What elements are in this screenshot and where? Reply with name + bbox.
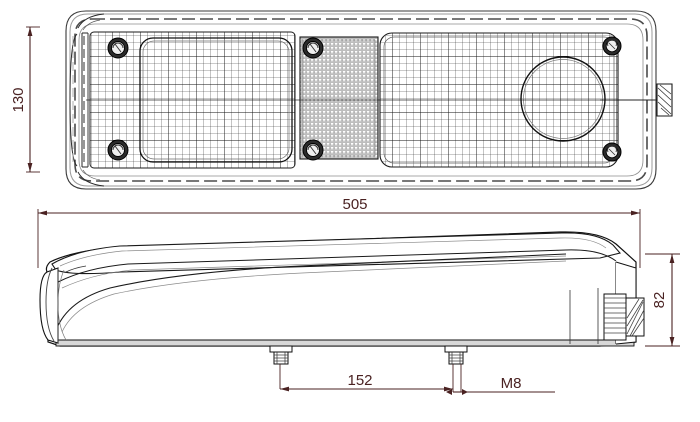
round-lamp — [520, 56, 606, 142]
screw-bottom-left — [107, 139, 129, 161]
screw-top-left — [107, 37, 129, 59]
screw-top-right — [602, 36, 622, 56]
screw-bottom-center — [302, 139, 324, 161]
dimension-130-label: 130 — [10, 87, 27, 112]
mounting-bolt-right — [444, 345, 468, 392]
dimension-m8: M8 — [446, 375, 555, 395]
dimension-130: 130 — [10, 26, 40, 173]
dimension-152-label: 152 — [347, 372, 372, 389]
screw-bottom-right — [602, 142, 622, 162]
screw-top-center — [302, 37, 324, 59]
front-view — [65, 10, 673, 190]
dimension-152: 152 — [280, 372, 453, 392]
dimension-82: 82 — [645, 253, 680, 347]
left-endcap-detail — [69, 13, 105, 187]
side-view — [39, 231, 645, 392]
dimension-82-label: 82 — [651, 292, 668, 309]
electrical-connector-side — [603, 293, 645, 341]
dimension-505: 505 — [37, 196, 641, 268]
dimension-505-label: 505 — [342, 196, 367, 213]
electrical-connector-front — [600, 83, 673, 117]
mounting-bolt-left — [269, 345, 293, 389]
dimension-m8-label: M8 — [501, 375, 522, 392]
side-left-endcap — [39, 265, 87, 344]
